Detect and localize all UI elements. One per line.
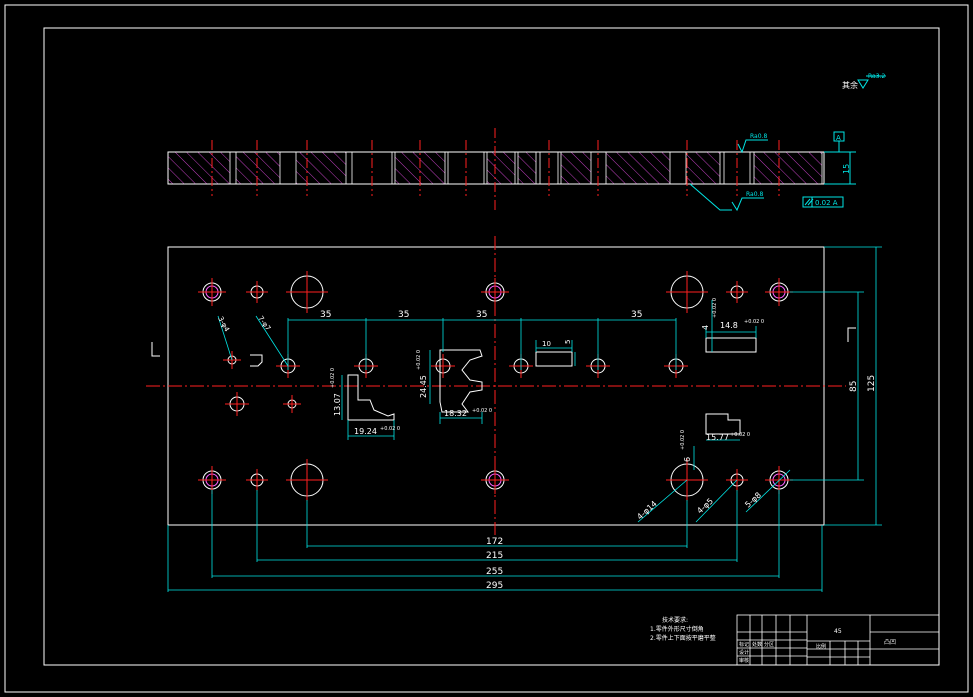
- hatch-segment: [753, 151, 823, 185]
- hole: [283, 395, 301, 413]
- dim-215: 215: [486, 551, 503, 561]
- hole: [286, 271, 328, 313]
- dim-15-77: 15.77: [706, 433, 729, 442]
- roughness-label: Ra3.2: [868, 73, 885, 80]
- dim-35-3: 35: [476, 310, 487, 320]
- phi-left-label: 7-φ7: [256, 315, 272, 333]
- thickness-dimension: [824, 151, 856, 185]
- tech-notes-title: 技术要求:: [662, 616, 688, 624]
- hatch-segment: [167, 151, 231, 185]
- svg-text:标记: 标记: [739, 641, 749, 648]
- title-block: [736, 614, 940, 666]
- hole: [198, 278, 226, 306]
- dim-4: 4: [701, 325, 710, 330]
- svg-text:0.02 A: 0.02 A: [815, 199, 838, 207]
- svg-text:+0.02 0: +0.02 0: [416, 350, 422, 370]
- hatch-segment: [605, 151, 671, 185]
- cutout-right-upper: [705, 337, 757, 353]
- svg-text:+0.02 0: +0.02 0: [380, 426, 400, 432]
- dim-255: 255: [486, 567, 503, 577]
- dim-5: 5: [564, 340, 572, 344]
- dim-10: 10: [542, 340, 551, 348]
- dim-24-45: 24.45: [419, 375, 428, 398]
- tech-note-2: 2.零件上下面按平磨平整: [650, 634, 716, 642]
- datum-marker: A: [833, 131, 845, 152]
- svg-text:处数: 处数: [752, 641, 762, 648]
- hatch-segment: [295, 151, 347, 185]
- hole: [481, 278, 509, 306]
- dim-6: 6: [683, 457, 692, 462]
- dimension-lines: [167, 246, 882, 592]
- svg-text:审核: 审核: [739, 657, 749, 664]
- phi-14-label: 4-φ14: [635, 499, 658, 521]
- punch-cutouts: [250, 337, 757, 435]
- phi-small-label: 3-φ4: [216, 315, 231, 333]
- dim-125: 125: [867, 375, 877, 392]
- scale-label: 比例: [816, 643, 826, 650]
- svg-text:+0.02 0: +0.02 0: [330, 368, 336, 388]
- centerlines: [146, 236, 846, 535]
- dim-14-8: 14.8: [720, 321, 738, 330]
- phi-8-label: 5-φ8: [743, 491, 763, 510]
- hole: [286, 459, 328, 501]
- hole: [225, 392, 249, 416]
- dim-172: 172: [486, 537, 503, 547]
- flatness-tolerance-frame: 0.02 A: [802, 196, 844, 208]
- hole: [765, 278, 793, 306]
- hole: [246, 281, 268, 303]
- title-block-texts: 45 凸凹 比例 标记 处数 分区 设计 审核: [739, 628, 896, 664]
- svg-text:+0.02 0: +0.02 0: [730, 432, 750, 438]
- dim-35-1: 35: [320, 310, 331, 320]
- hatch-segment: [517, 151, 537, 185]
- outer-frame: [4, 4, 969, 693]
- part-name-label: 凸凹: [884, 639, 896, 646]
- hole: [198, 466, 226, 494]
- technical-notes: 技术要求: 1.零件外形尺寸倒角 2.零件上下面按平磨平整: [650, 616, 716, 642]
- dim-19-24: 19.24: [354, 427, 377, 436]
- svg-text:+0.02 0: +0.02 0: [680, 430, 686, 450]
- svg-text:+0.02 0: +0.02 0: [472, 408, 492, 414]
- dim-295: 295: [486, 581, 503, 591]
- svg-text:设计: 设计: [739, 649, 749, 656]
- dim-35-2: 35: [398, 310, 409, 320]
- hatch-segment: [486, 151, 516, 185]
- hatch-segment: [685, 151, 721, 185]
- hatch-segment: [560, 151, 592, 185]
- tolerance-texts: +0.02 0 +0.02 0 +0.02 0 +0.02 0 +0.02 0 …: [330, 298, 764, 450]
- dim-18-32: 18.32: [444, 409, 467, 418]
- dim-35-4: 35: [631, 310, 642, 320]
- cutout-profile-left: [347, 374, 395, 421]
- svg-text:Ra0.8: Ra0.8: [750, 133, 767, 140]
- hole: [431, 354, 455, 378]
- hole: [726, 281, 748, 303]
- cutout-rect-small: [535, 351, 573, 367]
- cutout-center-profile: [439, 349, 483, 413]
- dim-85: 85: [849, 381, 859, 392]
- hatch-segment: [235, 151, 281, 185]
- plan-view: 35 35 35 35 172 215 255 295 85 125 10 5 …: [146, 236, 882, 592]
- svg-text:+0.02 0: +0.02 0: [744, 319, 764, 325]
- svg-text:Ra0.8: Ra0.8: [746, 191, 763, 198]
- tech-note-1: 1.零件外形尺寸倒角: [650, 625, 704, 633]
- dim-13-07: 13.07: [333, 393, 342, 416]
- svg-text:分区: 分区: [764, 641, 774, 648]
- svg-text:+0.02 0: +0.02 0: [712, 298, 718, 318]
- hole: [481, 466, 509, 494]
- cutout-left-notch: [250, 354, 263, 367]
- svg-text:其余: 其余: [842, 80, 858, 90]
- hole: [666, 271, 708, 313]
- section-arrows: [151, 327, 856, 357]
- section-roughness-symbols: [689, 139, 768, 212]
- section-view: 15 A 0.02 A Ra0.8 Ra0.8: [167, 128, 856, 212]
- inner-frame: [43, 27, 940, 666]
- general-roughness-note: 其余 Ra3.2: [842, 73, 886, 90]
- cutout-right-lower: [705, 413, 741, 435]
- hole: [246, 469, 268, 491]
- material-label: 45: [834, 628, 842, 635]
- thickness-label: 15: [842, 164, 851, 174]
- svg-text:A: A: [836, 134, 841, 142]
